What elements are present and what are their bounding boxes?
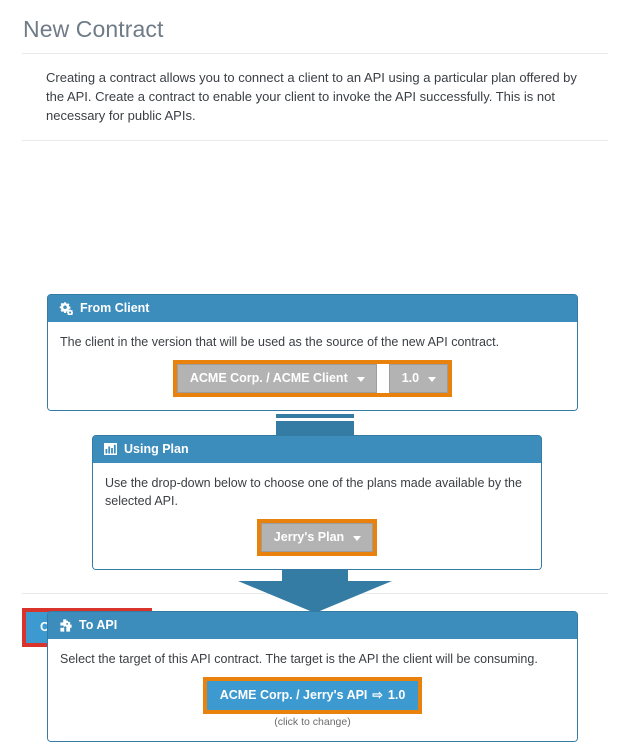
- panel-to-api: To API Select the target of this API con…: [47, 611, 578, 742]
- intro-divider: [22, 140, 608, 141]
- title-divider: [22, 53, 608, 54]
- right-arrow-icon: ⇨: [372, 688, 383, 702]
- from-client-controls: ACME Corp. / ACME Client 1.0: [60, 360, 565, 397]
- to-api-highlight-box: ACME Corp. / Jerry's API ⇨ 1.0: [202, 677, 423, 714]
- puzzle-piece-icon: [59, 618, 72, 632]
- panel-using-plan: Using Plan Use the drop-down below to ch…: [92, 435, 542, 570]
- panel-from-client-body: The client in the version that will be u…: [48, 322, 577, 410]
- using-plan-highlight-box: Jerry's Plan: [256, 519, 378, 556]
- plan-select-value: Jerry's Plan: [273, 530, 345, 544]
- chevron-down-icon: [356, 376, 365, 382]
- to-api-version: 1.0: [387, 688, 406, 702]
- panel-using-plan-header: Using Plan: [93, 436, 541, 463]
- using-plan-controls: Jerry's Plan: [105, 519, 529, 556]
- panel-using-plan-title: Using Plan: [124, 442, 189, 456]
- panel-from-client: From Client The client in the version th…: [47, 294, 578, 411]
- to-api-controls: ACME Corp. / Jerry's API ⇨ 1.0: [60, 677, 565, 714]
- client-version-value: 1.0: [401, 371, 420, 385]
- to-api-target-button[interactable]: ACME Corp. / Jerry's API ⇨ 1.0: [206, 681, 419, 710]
- client-select-dropdown[interactable]: ACME Corp. / ACME Client: [176, 364, 377, 393]
- from-client-description: The client in the version that will be u…: [60, 335, 500, 349]
- using-plan-description: Use the drop-down below to choose one of…: [105, 476, 522, 508]
- connector-arrow-plan-to-api: [232, 549, 398, 613]
- client-version-select-dropdown[interactable]: 1.0: [388, 364, 449, 393]
- client-select-value: ACME Corp. / ACME Client: [189, 371, 348, 385]
- panel-from-client-header: From Client: [48, 295, 577, 322]
- to-api-org-name: ACME Corp. / Jerry's API: [219, 688, 368, 702]
- chevron-down-icon: [428, 376, 437, 382]
- chevron-down-icon: [353, 535, 362, 541]
- control-spacer: [376, 364, 389, 393]
- cogs-icon: [59, 301, 73, 315]
- page-title: New Contract: [23, 16, 164, 42]
- panel-to-api-title: To API: [79, 618, 118, 632]
- from-client-highlight-box: ACME Corp. / ACME Client 1.0: [172, 360, 453, 397]
- panel-from-client-title: From Client: [80, 301, 150, 315]
- to-api-description: Select the target of this API contract. …: [60, 652, 538, 666]
- bar-chart-icon: [104, 443, 117, 455]
- panel-to-api-body: Select the target of this API contract. …: [48, 639, 577, 741]
- to-api-click-hint: (click to change): [274, 716, 351, 728]
- panel-to-api-header: To API: [48, 612, 577, 639]
- panel-using-plan-body: Use the drop-down below to choose one of…: [93, 463, 541, 569]
- page-intro-text: Creating a contract allows you to connec…: [46, 70, 577, 123]
- plan-select-dropdown[interactable]: Jerry's Plan: [260, 523, 374, 552]
